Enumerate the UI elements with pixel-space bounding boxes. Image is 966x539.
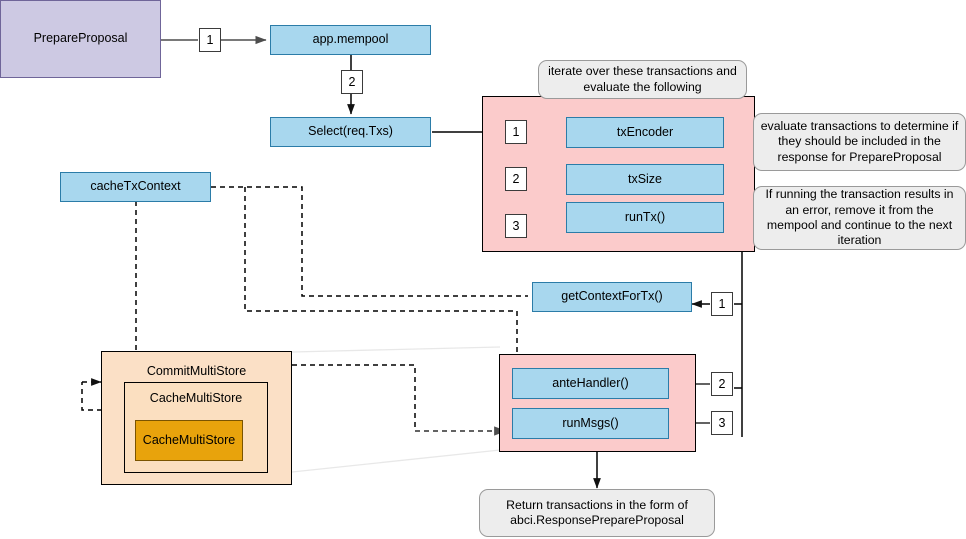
badge-prepare-to-mempool: 1 bbox=[199, 28, 221, 52]
badge-runtx-to-getcontext-label: 1 bbox=[718, 297, 726, 311]
node-app-mempool[interactable]: app.mempool bbox=[270, 25, 431, 55]
node-get-context-for-tx-label: getContextForTx() bbox=[561, 289, 663, 304]
edge-commitmultistore-to-antehandler bbox=[292, 364, 416, 431]
badge-iter-step-1: 1 bbox=[505, 120, 527, 144]
node-tx-encoder-label: txEncoder bbox=[616, 124, 674, 139]
badge-prepare-to-mempool-label: 1 bbox=[206, 33, 214, 47]
note-evaluate-transactions: evaluate transactions to determine if th… bbox=[753, 113, 966, 171]
badge-iter-step-3-label: 3 bbox=[512, 219, 520, 233]
node-cache-multi-store-inner[interactable]: CacheMultiStore bbox=[135, 420, 243, 461]
node-get-context-for-tx[interactable]: getContextForTx() bbox=[532, 282, 692, 312]
note-return-response-text: Return transactions in the form of abci.… bbox=[506, 497, 688, 527]
node-cache-tx-context[interactable]: cacheTxContext bbox=[60, 172, 211, 202]
node-tx-encoder[interactable]: txEncoder bbox=[566, 117, 724, 148]
badge-iter-step-3: 3 bbox=[505, 214, 527, 238]
edge-runtx-bus bbox=[727, 221, 743, 437]
note-error-handling-text: If running the transaction results in an… bbox=[765, 187, 954, 248]
node-cache-tx-context-label: cacheTxContext bbox=[90, 179, 181, 194]
node-app-mempool-label: app.mempool bbox=[312, 32, 389, 47]
note-evaluate-transactions-text: evaluate transactions to determine if th… bbox=[760, 118, 959, 164]
badge-runtx-to-antehandler: 2 bbox=[711, 372, 733, 396]
node-ante-handler[interactable]: anteHandler() bbox=[512, 368, 669, 399]
note-iterate-transactions: iterate over these transactions and eval… bbox=[538, 60, 747, 99]
note-return-response: Return transactions in the form of abci.… bbox=[479, 489, 715, 537]
node-tx-size-label: txSize bbox=[627, 171, 663, 186]
badge-runtx-to-runmsgs-label: 3 bbox=[718, 416, 726, 430]
badge-mempool-to-select: 2 bbox=[341, 70, 363, 94]
note-error-handling: If running the transaction results in an… bbox=[753, 186, 966, 250]
badge-runtx-to-getcontext: 1 bbox=[711, 292, 733, 316]
node-prepare-proposal-label: PrepareProposal bbox=[33, 31, 128, 46]
node-run-tx-label: runTx() bbox=[624, 209, 666, 224]
node-select-req-txs-label: Select(req.Txs) bbox=[308, 124, 393, 139]
node-ante-handler-label: anteHandler() bbox=[552, 375, 629, 390]
badge-runtx-to-runmsgs: 3 bbox=[711, 411, 733, 435]
edge-cachetxcontext-to-getcontext bbox=[211, 186, 528, 297]
node-cache-multi-store-outer-label: CacheMultiStore bbox=[149, 391, 243, 405]
badge-iter-step-2: 2 bbox=[505, 167, 527, 191]
node-cache-multi-store-inner-label: CacheMultiStore bbox=[142, 432, 236, 447]
node-run-msgs-label: runMsgs() bbox=[562, 415, 619, 430]
node-commit-multi-store-label: CommitMultiStore bbox=[146, 364, 247, 378]
node-run-tx[interactable]: runTx() bbox=[566, 202, 724, 233]
node-select-req-txs[interactable]: Select(req.Txs) bbox=[270, 117, 431, 147]
badge-iter-step-2-label: 2 bbox=[512, 172, 520, 186]
note-iterate-transactions-text: iterate over these transactions and eval… bbox=[548, 64, 737, 94]
node-prepare-proposal[interactable]: PrepareProposal bbox=[0, 0, 161, 78]
badge-iter-step-1-label: 1 bbox=[512, 125, 520, 139]
badge-mempool-to-select-label: 2 bbox=[348, 75, 356, 89]
badge-runtx-to-antehandler-label: 2 bbox=[718, 377, 726, 391]
faint-link-lines bbox=[291, 346, 501, 473]
node-tx-size[interactable]: txSize bbox=[566, 164, 724, 195]
node-run-msgs[interactable]: runMsgs() bbox=[512, 408, 669, 439]
